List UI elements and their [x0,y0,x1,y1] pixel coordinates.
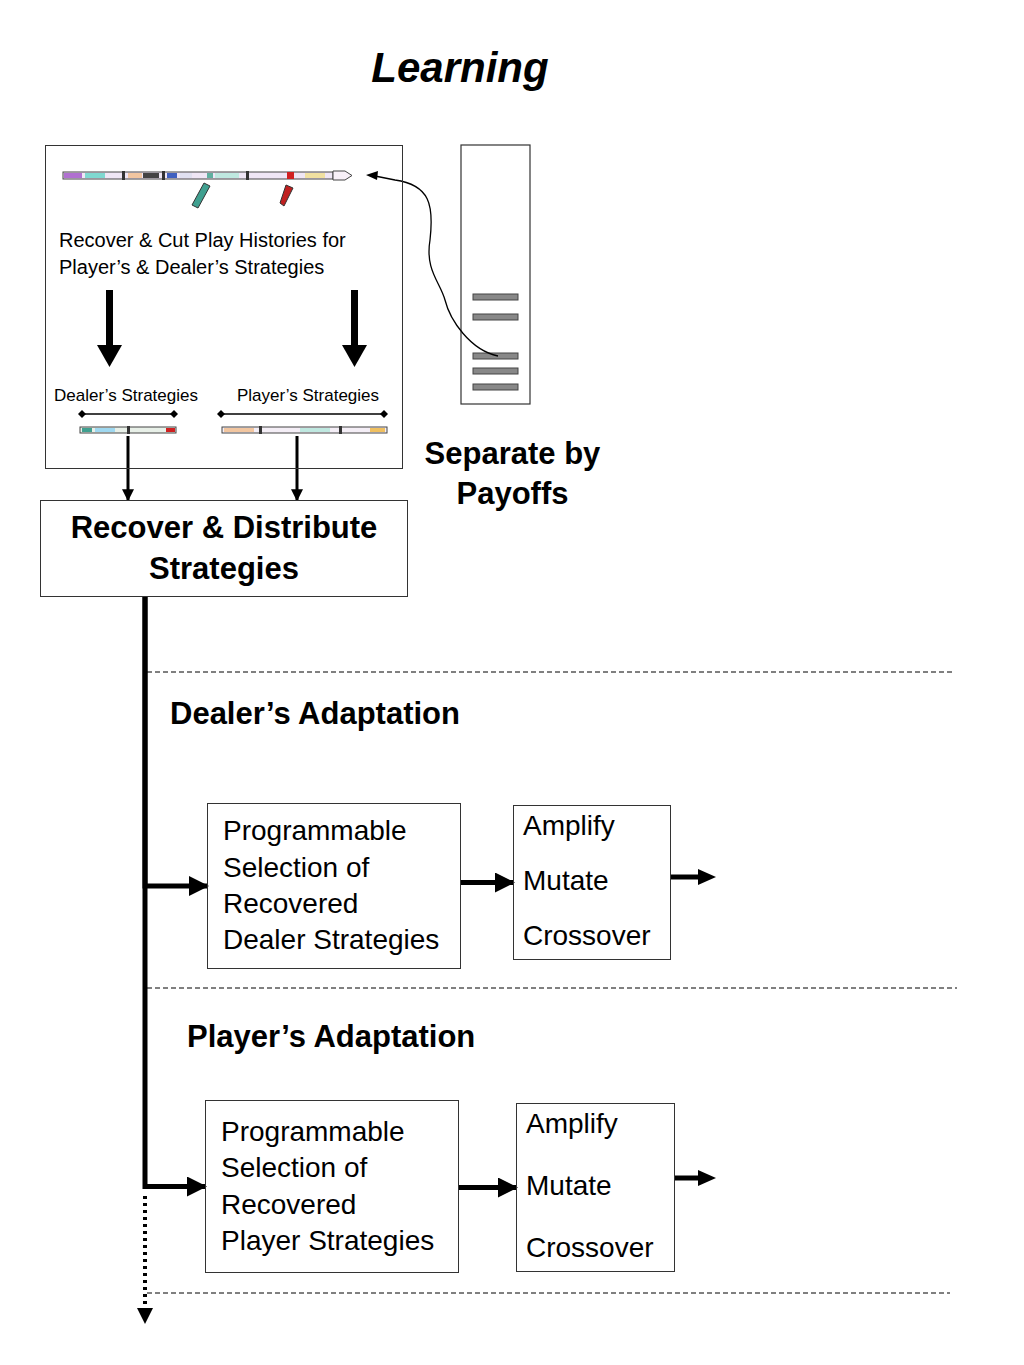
bracket-end [380,410,388,418]
payoff-link [375,176,498,356]
strand-segment [82,428,92,432]
bracket-end [78,410,86,418]
box-text: Recover & Distribute Strategies [51,508,397,589]
process-box: Programmable Selection of Recovered Deal… [207,803,461,969]
box-text: Programmable Selection of Recovered Deal… [223,813,444,959]
operator-text: Mutate [526,1168,666,1203]
payoff-bar [473,314,518,320]
strand-segment [143,173,159,178]
process-box: Recover & Distribute Strategies [40,500,408,597]
operator-text: Crossover [526,1230,666,1265]
operator-text: Mutate [523,863,662,898]
operator-text: Crossover [523,918,662,953]
strand-bar [63,172,333,179]
strand-segment [128,173,142,178]
strand-bar [222,427,387,433]
strand-segment [166,428,175,432]
cut-marker [192,183,210,208]
continuation-line [143,1196,147,1308]
play-history-strand [63,171,352,208]
strand-segment [180,173,192,178]
cut-arrow-head [342,345,367,367]
strand-tick [127,426,130,434]
cut-arrow-shaft [351,290,358,345]
bracket [221,413,386,415]
flow-arrow [145,597,207,886]
outgoing-arrow [671,875,700,880]
operator-text: Amplify [523,808,662,843]
strand-segment [370,428,385,432]
process-box: Programmable Selection of Recovered Play… [205,1100,459,1273]
separator [147,672,952,673]
section-label: Separate by Payoffs [405,434,620,515]
strand-stub [127,436,130,469]
strand-tick [259,426,262,434]
cut-arrow-head [97,345,122,367]
operator-box: AmplifyMutateCrossover [513,805,671,960]
flow-arrow [296,469,299,500]
flow-arrow [461,880,513,885]
operator-box: AmplifyMutateCrossover [516,1103,675,1272]
bracket [80,413,176,415]
strand-tick [162,171,165,180]
outgoing-arrow-head [698,1170,716,1186]
strand-segment [95,428,115,432]
strand-segment [287,172,294,179]
diagram-title: Learning [260,44,660,92]
operator-text: Amplify [526,1106,666,1141]
strand-segment [85,173,105,178]
strand-segment [224,428,254,432]
payoff-bars [473,294,518,390]
section-label: Player’s Adaptation [187,1017,475,1057]
strand-tip [333,171,352,180]
strand-stub [296,436,299,469]
strand-segment [215,173,239,178]
cut-marker [280,185,293,206]
strand-tick [122,171,125,180]
strand-segment [300,428,330,432]
box-text: Programmable Selection of Recovered Play… [221,1114,441,1260]
payoff-bar [473,294,518,300]
outgoing-arrow-head [698,869,716,885]
payoff-bar [473,384,518,390]
strand-segment [167,173,177,178]
flow-arrow [145,597,205,1187]
strand-segment [305,173,325,178]
player-strand [222,426,387,434]
strand-tick [246,171,249,180]
panel-text: Recover & Cut Play Histories for Player’… [59,227,391,281]
bracket-end [217,410,225,418]
dealer-strand [80,426,176,434]
payoff-bar [473,368,518,374]
strand-tick [339,426,342,434]
strand-bar [80,427,176,433]
payoff-link-head [366,171,378,180]
strand-label: Dealer’s Strategies [54,385,198,407]
strand-segment [207,173,213,178]
flow-arrow [459,1185,516,1190]
cut-arrow-shaft [106,290,113,345]
section-label: Dealer’s Adaptation [170,694,460,734]
separator [147,1293,950,1294]
strand-label: Player’s Strategies [237,385,379,407]
continuation-head [137,1308,153,1324]
strand-segment [64,173,82,178]
separator [147,988,957,989]
history-panel: Recover & Cut Play Histories for Player’… [45,145,403,469]
flow-arrow [127,469,130,500]
bracket-end [170,410,178,418]
payoff-stack [461,145,530,404]
outgoing-arrow [675,1176,700,1181]
